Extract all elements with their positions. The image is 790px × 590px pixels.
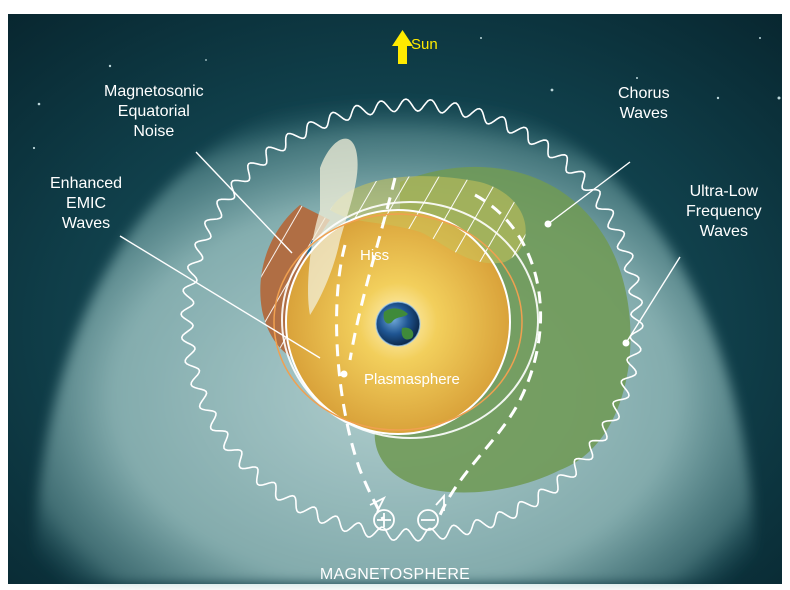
sun-arrow-icon [392, 30, 413, 64]
drift-paths [335, 177, 542, 521]
plasmasphere-label: Plasmasphere [364, 371, 460, 388]
sun-label: Sun [411, 36, 438, 53]
stars [32, 37, 781, 185]
negative-particle-icon [417, 493, 445, 531]
magnetosphere-label: MAGNETOSPHERE [319, 566, 471, 583]
emic-pointer-dot [340, 370, 348, 378]
chorus-label: Chorus Waves [618, 85, 670, 122]
ulf-label: Ultra-Low Frequency Waves [686, 183, 762, 240]
ulf-wave-boundary [180, 98, 644, 542]
hiss-label: Hiss [360, 247, 390, 264]
magnetosonic-label: Magnetosonic Equatorial Noise [104, 83, 204, 140]
leader-lines [119, 151, 681, 359]
emic-label: Enhanced EMIC Waves [50, 175, 123, 232]
positive-particle-icon [369, 495, 395, 531]
orbit-rings [273, 201, 539, 439]
earth-icon [375, 301, 421, 347]
